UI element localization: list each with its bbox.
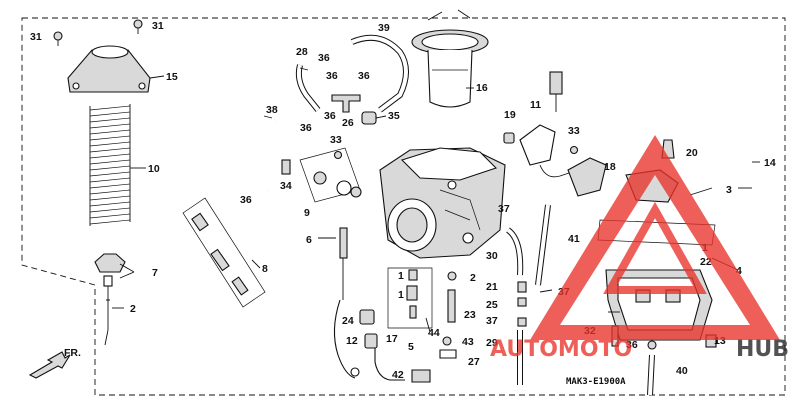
callout-2-center: 2 bbox=[470, 272, 476, 284]
callout-16: 16 bbox=[476, 82, 488, 94]
callout-40: 40 bbox=[676, 365, 688, 377]
callout-41: 41 bbox=[568, 233, 580, 245]
callout-20: 20 bbox=[686, 147, 698, 159]
hose-clip-35 bbox=[361, 111, 377, 125]
collar-24 bbox=[359, 309, 375, 325]
fitting-21-25 bbox=[517, 281, 527, 327]
hose-38 bbox=[259, 119, 277, 192]
drain-tube-41 bbox=[535, 204, 551, 286]
callout-31-left: 31 bbox=[30, 31, 42, 43]
callout-23: 23 bbox=[464, 309, 476, 321]
sensor-11 bbox=[519, 71, 573, 178]
callout-2-left: 2 bbox=[130, 303, 136, 315]
cover-18 bbox=[567, 157, 607, 197]
front-arrow: FR. bbox=[28, 347, 81, 379]
callout-13: 13 bbox=[714, 335, 726, 347]
callout-15: 15 bbox=[166, 71, 178, 83]
clip-36-bowl bbox=[647, 340, 657, 350]
callout-33-right: 33 bbox=[568, 125, 580, 137]
screw-2-center bbox=[447, 271, 457, 281]
drawing-code: MAK3-E1900A bbox=[566, 377, 626, 387]
t-joint-26 bbox=[331, 94, 361, 113]
jet-box-5 bbox=[387, 267, 433, 329]
callout-44: 44 bbox=[428, 327, 440, 339]
callout-33-center: 33 bbox=[330, 134, 342, 146]
callout-36-right: 36 bbox=[358, 70, 370, 82]
callout-29: 29 bbox=[486, 337, 498, 349]
callout-36-mid: 36 bbox=[326, 70, 338, 82]
hose-39 bbox=[350, 34, 409, 113]
callout-8: 8 bbox=[262, 263, 268, 275]
callout-30: 30 bbox=[486, 250, 498, 262]
callout-9: 9 bbox=[304, 207, 310, 219]
lever-12-17-42 bbox=[350, 333, 431, 383]
screw-31-right bbox=[133, 19, 143, 34]
jet-kit-group-8 bbox=[182, 197, 266, 308]
callout-36-bowl: 36 bbox=[626, 339, 638, 351]
tube-40 bbox=[647, 354, 655, 396]
jet-23 bbox=[447, 289, 456, 323]
washer-19 bbox=[503, 132, 515, 144]
watermark-triangle-logo bbox=[530, 135, 780, 340]
callout-35: 35 bbox=[388, 110, 400, 122]
spring-coil bbox=[89, 104, 131, 226]
callout-36-hose: 36 bbox=[300, 122, 312, 134]
callout-38: 38 bbox=[266, 104, 278, 116]
callout-42: 42 bbox=[392, 369, 404, 381]
callout-17: 17 bbox=[386, 333, 398, 345]
callout-3-box: 1 bbox=[398, 289, 404, 301]
callout-26: 26 bbox=[342, 117, 354, 129]
callout-39: 39 bbox=[378, 22, 390, 34]
callout-28: 28 bbox=[296, 46, 308, 58]
callout-27: 27 bbox=[468, 356, 480, 368]
callout-14: 14 bbox=[764, 157, 776, 169]
watermark-text-dark: HUB bbox=[736, 337, 789, 362]
jet-43 bbox=[442, 336, 452, 346]
callout-37-upper: 37 bbox=[498, 203, 510, 215]
washer-33-center bbox=[333, 150, 343, 160]
carburetor-body bbox=[379, 147, 506, 259]
front-label: FR. bbox=[64, 347, 81, 359]
callout-12: 12 bbox=[346, 335, 358, 347]
automotohub-watermark: AUTOMOTO HUB bbox=[490, 135, 789, 362]
callout-36-top: 36 bbox=[318, 52, 330, 64]
air-funnel-16 bbox=[411, 9, 489, 108]
clip-27 bbox=[439, 349, 457, 359]
callout-1-box: 1 bbox=[398, 270, 404, 282]
callout-21: 21 bbox=[486, 281, 498, 293]
throttle-stop-9 bbox=[299, 147, 362, 203]
callout-24: 24 bbox=[342, 315, 354, 327]
screw-34 bbox=[281, 159, 291, 175]
callout-7: 7 bbox=[152, 267, 158, 279]
callout-36-left: 36 bbox=[240, 194, 252, 206]
vacuum-chamber-group bbox=[67, 45, 151, 346]
cable-assembly-6 bbox=[333, 227, 356, 379]
screw-33-right bbox=[569, 145, 579, 155]
callout-11: 11 bbox=[530, 99, 541, 111]
callout-34: 34 bbox=[280, 180, 292, 192]
callout-5: 5 bbox=[408, 341, 414, 353]
callout-25: 25 bbox=[486, 299, 498, 311]
callout-4: 4 bbox=[736, 265, 742, 277]
screw-31-left bbox=[53, 31, 63, 46]
assembly-frame bbox=[21, 17, 786, 396]
callout-43: 43 bbox=[462, 336, 474, 348]
tube-30 bbox=[506, 227, 524, 276]
callout-19: 19 bbox=[504, 109, 516, 121]
callout-10: 10 bbox=[148, 163, 160, 175]
callout-31-right: 31 bbox=[152, 20, 164, 32]
callout-6: 6 bbox=[306, 234, 312, 246]
callout-22: 22 bbox=[700, 256, 712, 268]
callout-36-lower: 36 bbox=[324, 110, 336, 122]
hose-28 bbox=[295, 64, 321, 112]
watermark-text-red: AUTOMOTO bbox=[490, 337, 632, 362]
callout-3: 3 bbox=[726, 184, 732, 196]
callout-18: 18 bbox=[604, 161, 616, 173]
callout-37-lower: 37 bbox=[486, 315, 498, 327]
